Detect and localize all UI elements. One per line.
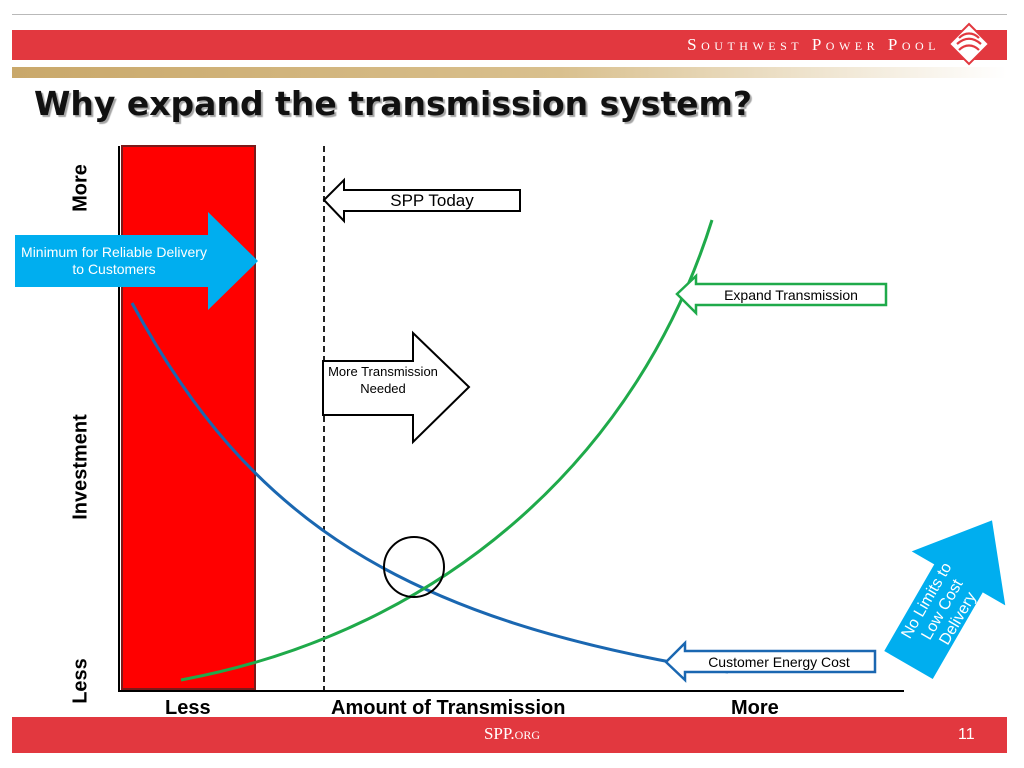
no-limits-arrow (884, 520, 1006, 679)
minimum-zone-rect (121, 145, 256, 690)
expand-label: Expand Transmission (724, 287, 858, 303)
footer-banner (12, 717, 1007, 753)
intersection-circle (383, 536, 445, 598)
minimum-arrow (15, 212, 258, 310)
expand-curve (180, 219, 714, 682)
spp-today-line (323, 146, 325, 692)
x-label-less: Less (165, 697, 211, 719)
expand-arrow (675, 273, 888, 317)
x-label-more: More (731, 697, 779, 719)
brand-name: Southwest Power Pool (687, 35, 940, 54)
header-banner (12, 30, 1007, 60)
gold-accent-bar (12, 67, 1007, 78)
top-rule (12, 14, 1007, 15)
more-needed-arrow (322, 330, 471, 445)
spp-today-label: SPP Today (390, 191, 474, 210)
spp-logo-icon (947, 22, 991, 66)
customer-cost-arrow (664, 639, 877, 683)
customer-cost-curve (130, 302, 729, 674)
minimum-label: Minimum for Reliable Delivery to Custome… (21, 244, 207, 277)
more-needed-label: More Transmission Needed (328, 364, 438, 396)
x-label-amount: Amount of Transmission (331, 697, 566, 719)
customer-cost-label: Customer Energy Cost (708, 654, 850, 670)
slide-title: Why expand the transmission system? (34, 84, 753, 123)
spp-today-arrow (322, 177, 521, 224)
x-axis (118, 690, 904, 692)
y-axis (118, 146, 120, 692)
footer-site[interactable]: SPP.org (483, 724, 541, 743)
page-number: 11 (958, 726, 975, 743)
